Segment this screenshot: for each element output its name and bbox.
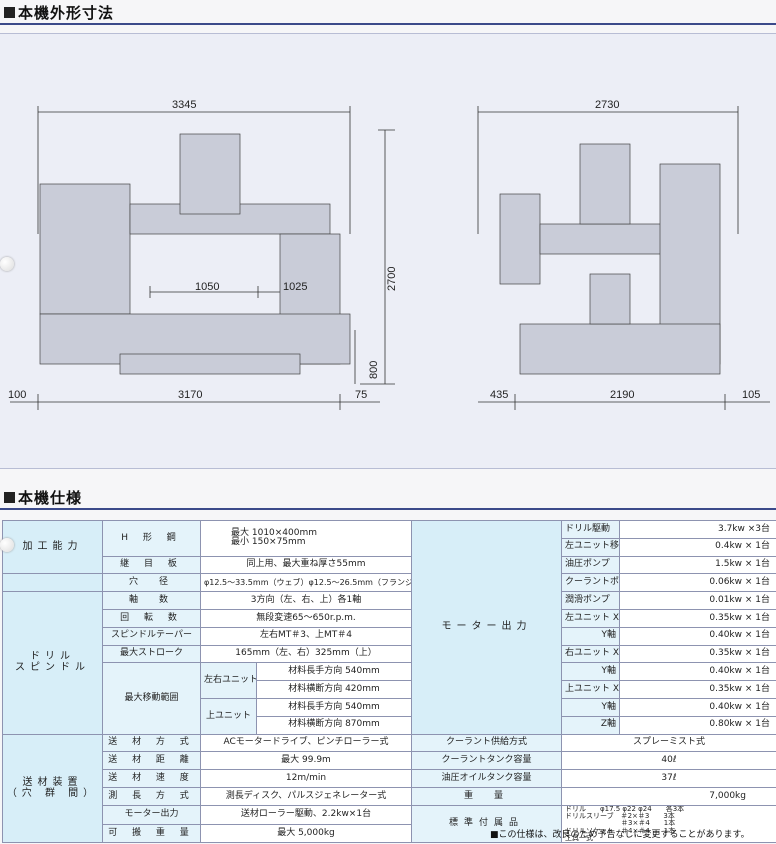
row-label: 送 材 速 度 bbox=[102, 769, 201, 788]
motor-label: 油圧ポンプ bbox=[561, 555, 620, 575]
row-label: 送 材 方 式 bbox=[102, 733, 201, 753]
row-value: 40ℓ bbox=[561, 751, 776, 771]
motor-label: Z軸 bbox=[561, 715, 620, 735]
row-label: 最大ストローク bbox=[102, 644, 201, 664]
motor-label: Y軸 bbox=[561, 697, 620, 717]
machine-drawing: 3345 2700 1050 1025 800 100 3170 75 2730… bbox=[8, 99, 770, 410]
row-value: 材料長手方向 540mm bbox=[256, 697, 412, 717]
dim-side-left-offset: 435 bbox=[490, 389, 508, 401]
motor-label: Y軸 bbox=[561, 662, 620, 682]
row-value: 165mm（左、右）325mm（上） bbox=[200, 644, 412, 664]
row-value: 3方向（左、右、上）各1軸 bbox=[200, 591, 412, 610]
motor-value: 1.5kw × 1台 bbox=[619, 555, 776, 575]
section-title-dimensions: 本機外形寸法 bbox=[4, 2, 114, 23]
row-label: 回 転 数 bbox=[102, 608, 201, 628]
row-value: 測長ディスク、パルスジェネレーター式 bbox=[200, 786, 412, 806]
dim-front-height-low: 800 bbox=[368, 361, 380, 379]
row-label: 測 長 方 式 bbox=[102, 786, 201, 806]
cat-motor: モーター出力 bbox=[411, 520, 562, 735]
row-value: 送材ローラー駆動、2.2kw×1台 bbox=[200, 804, 412, 825]
motor-value: 0.35kw × 1台 bbox=[619, 680, 776, 699]
motor-label: 左ユニット X軸 bbox=[561, 608, 620, 628]
dim-span1: 1050 bbox=[195, 281, 219, 293]
binder-hole-icon bbox=[0, 257, 14, 271]
row-value: 7,000kg bbox=[561, 786, 776, 806]
row-label: 可 搬 重 量 bbox=[102, 823, 201, 844]
cat-machining: 加工能力 bbox=[2, 519, 103, 575]
unit-label: 上ユニット bbox=[200, 697, 257, 735]
motor-value: 0.06kw × 1台 bbox=[619, 573, 776, 593]
motor-label: クーラントポンプ bbox=[561, 573, 620, 593]
motor-value: 0.40kw × 1台 bbox=[619, 626, 776, 646]
motor-label: 左ユニット移動 bbox=[561, 537, 620, 557]
dim-span2: 1025 bbox=[283, 281, 307, 293]
section-title-specs: 本機仕様 bbox=[4, 487, 82, 508]
row-value: ドリル φ17.5 φ22 φ24 各3本 ドリルスリーブ ＃2×＃3 3本 ＃… bbox=[561, 804, 776, 844]
binder-hole-icon bbox=[0, 538, 14, 552]
dim-front-left-offset: 100 bbox=[8, 389, 26, 401]
row-label: H 形 鋼 bbox=[102, 520, 201, 557]
motor-label: 右ユニット X軸 bbox=[561, 644, 620, 664]
row-value: 左右MT＃3、上MT＃4 bbox=[200, 626, 412, 646]
row-label: 穴 径 bbox=[102, 573, 201, 593]
motor-label: ドリル駆動 bbox=[561, 520, 620, 539]
cat-feed: 送材装置 （穴 群 間） bbox=[2, 733, 103, 844]
motor-value: 0.35kw × 1台 bbox=[619, 608, 776, 628]
row-label: 送 材 距 離 bbox=[102, 751, 201, 771]
dimension-drawing: 3345 2700 1050 1025 800 100 3170 75 2730… bbox=[0, 33, 776, 469]
row-value: 最大 99.9m bbox=[200, 751, 412, 771]
motor-value: 0.80kw × 1台 bbox=[619, 715, 776, 735]
row-value: φ12.5～33.5mm（ウェブ）φ12.5～26.5mm（フランジ） bbox=[200, 573, 412, 593]
row-value: 12m/min bbox=[200, 769, 412, 788]
row-label: 軸 数 bbox=[102, 591, 201, 610]
row-value: 37ℓ bbox=[561, 769, 776, 788]
dim-front-width: 3345 bbox=[172, 99, 196, 111]
row-value: ACモータードライブ、ピンチローラー式 bbox=[200, 733, 412, 753]
row-label: 重 量 bbox=[411, 786, 562, 806]
dim-front-height: 2700 bbox=[386, 267, 398, 291]
motor-value: 3.7kw ×3台 bbox=[619, 520, 776, 539]
cat-drill: ドリル スピンドル bbox=[2, 591, 103, 735]
motor-label: 上ユニット X軸 bbox=[561, 680, 620, 699]
row-label: 継 目 板 bbox=[102, 555, 201, 575]
row-label: スピンドルテーパー bbox=[102, 626, 201, 646]
dim-side-right-offset: 105 bbox=[742, 389, 760, 401]
row-value: 無段変速65～650r.p.m. bbox=[200, 608, 412, 628]
row-label: 標準付属品 bbox=[411, 804, 562, 844]
row-label: モーター出力 bbox=[102, 804, 201, 825]
row-label: 油圧オイルタンク容量 bbox=[411, 769, 562, 788]
motor-value: 0.40kw × 1台 bbox=[619, 697, 776, 717]
dim-side-width: 2730 bbox=[595, 99, 619, 111]
dim-side-base: 2190 bbox=[610, 389, 634, 401]
title-rule bbox=[0, 508, 776, 510]
row-value: 最大 1010×400mm 最小 150×75mm bbox=[200, 520, 412, 557]
unit-label: 左右ユニット bbox=[200, 662, 257, 699]
row-value: 同上用、最大重ね厚さ55mm bbox=[200, 555, 412, 575]
row-value: 材料長手方向 540mm bbox=[256, 662, 412, 682]
motor-value: 0.4kw × 1台 bbox=[619, 537, 776, 557]
motor-label: Y軸 bbox=[561, 626, 620, 646]
motor-value: 0.40kw × 1台 bbox=[619, 662, 776, 682]
motor-label: 潤滑ポンプ bbox=[561, 591, 620, 610]
spec-table: 加工能力 H 形 鋼 最大 1010×400mm 最小 150×75mm モータ… bbox=[2, 519, 776, 844]
row-value: 材料横断方向 420mm bbox=[256, 680, 412, 699]
row-label: クーラント供給方式 bbox=[411, 733, 562, 753]
row-value: 材料横断方向 870mm bbox=[256, 715, 412, 735]
footnote: ■この仕様は、改良のため予告なしに変更することがあります。 bbox=[490, 830, 750, 840]
row-label: 最大移動範囲 bbox=[102, 662, 201, 735]
dim-front-base: 3170 bbox=[178, 389, 202, 401]
cat-spacer bbox=[2, 573, 103, 593]
motor-value: 0.35kw × 1台 bbox=[619, 644, 776, 664]
row-label: クーラントタンク容量 bbox=[411, 751, 562, 771]
row-value: 最大 5,000kg bbox=[200, 823, 412, 844]
title-rule bbox=[0, 23, 776, 25]
row-value: スプレーミスト式 bbox=[561, 733, 776, 753]
dim-front-right-offset: 75 bbox=[355, 389, 367, 401]
motor-value: 0.01kw × 1台 bbox=[619, 591, 776, 610]
